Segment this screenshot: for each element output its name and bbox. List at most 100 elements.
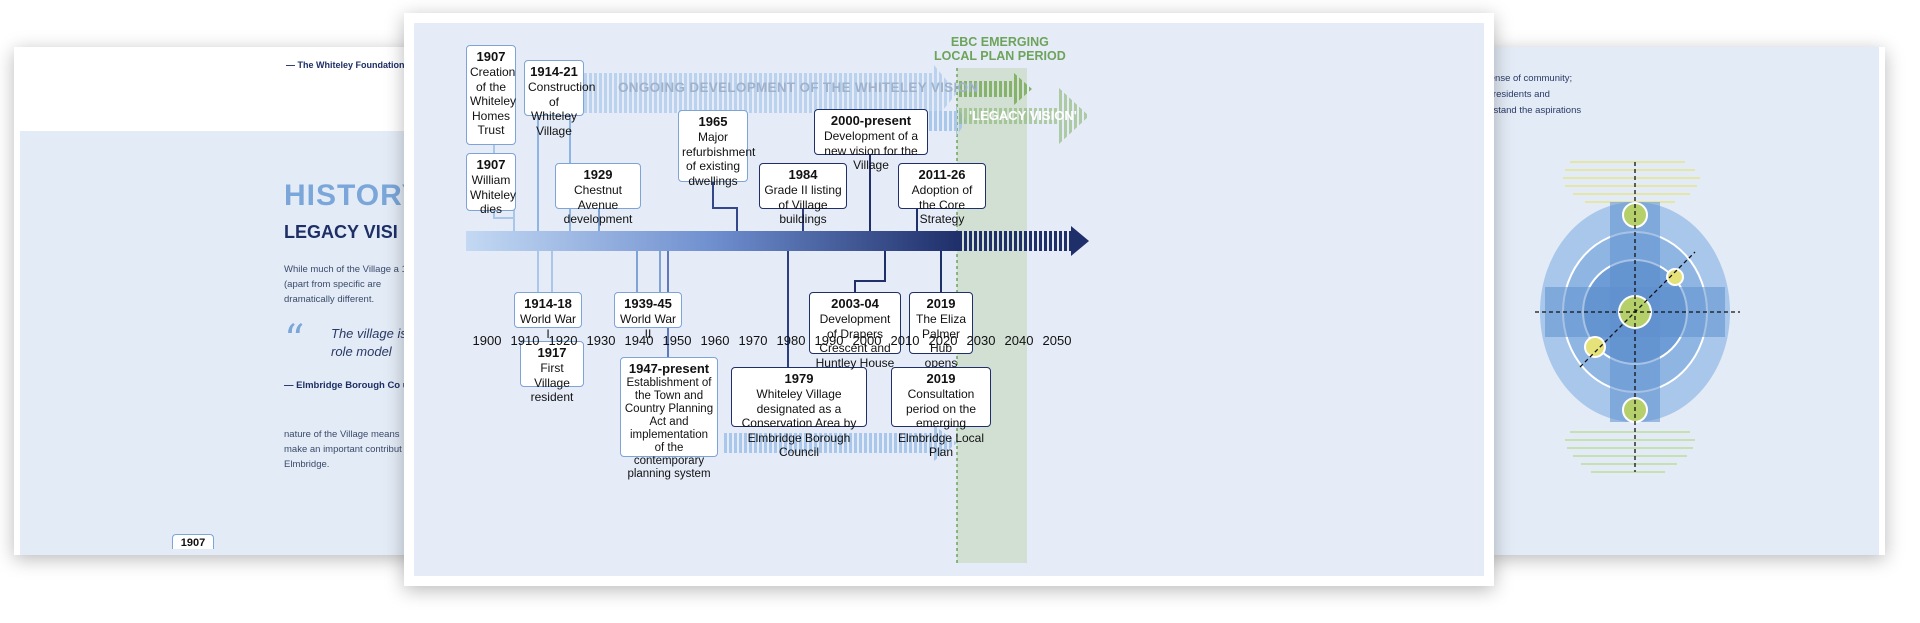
year-label: 1990	[814, 333, 844, 348]
year-label: 2010	[890, 333, 920, 348]
event-year: 1914-18	[524, 296, 572, 311]
legacy-vision-subheading: LEGACY VISI	[284, 222, 398, 242]
connector-2003	[854, 251, 886, 293]
event-year: 1917	[537, 345, 567, 360]
left-body-text-2: nature of the Village means make an impo…	[284, 429, 402, 470]
year-label: 1920	[548, 333, 578, 348]
right-body-text: sense of community; e residents and erst…	[1485, 71, 1581, 119]
vision-link-arrow	[929, 105, 966, 137]
event-year: 1914-21	[530, 64, 578, 79]
event-text: First Village resident	[530, 361, 574, 404]
event-year: 1929	[583, 167, 613, 182]
event-1917: 1917 First Village resident	[520, 341, 584, 404]
event-text: Grade II listing of Village buildings	[764, 183, 842, 226]
connector-1965	[712, 181, 738, 231]
year-label: 2030	[966, 333, 996, 348]
year-label: 1960	[700, 333, 730, 348]
plan-period-title-line: LOCAL PLAN PERIOD	[934, 49, 1066, 63]
event-text: Consultation period on the emerging Elmb…	[897, 387, 985, 459]
event-1907-trust: 1907 Creation of the Whiteley Homes Trus…	[466, 45, 516, 145]
foundation-attribution: — The Whiteley Foundation	[286, 60, 405, 70]
left-quote: The village is a role model	[331, 326, 418, 359]
left-body-text: While much of the Village a 1914 (apart …	[284, 264, 423, 305]
year-label: 2020	[928, 333, 958, 348]
event-2000-present: 2000-present Development of a new vision…	[814, 109, 928, 172]
event-1965: 1965 Major refurbishment of existing dwe…	[678, 110, 755, 188]
plan-period-title: EBC EMERGING LOCAL PLAN PERIOD	[934, 35, 1066, 63]
event-1914-21: 1914-21 Construction of Whiteley Village	[524, 60, 595, 138]
event-text: William Whiteley dies	[470, 173, 517, 216]
event-text: World War II	[619, 312, 676, 341]
year-label: 1930	[586, 333, 616, 348]
event-text: Construction of Whiteley Village	[528, 80, 596, 138]
event-text: Creation of the Whiteley Homes Trust	[470, 65, 517, 137]
event-text: Whiteley Village designated as a Conserv…	[741, 387, 857, 459]
event-text: The Eliza Palmer Hub opens	[915, 312, 967, 370]
event-year: 1965	[698, 114, 728, 129]
event-1914-18: 1914-18 World War I	[514, 292, 582, 341]
hatched-green-bottom	[1565, 431, 1695, 473]
ongoing-development-label: ONGOING DEVELOPMENT OF THE WHITELEY VISI…	[618, 80, 979, 95]
event-year: 2011-26	[918, 167, 966, 182]
left-page-panel	[20, 131, 424, 555]
event-2019-consultation: 2019 Consultation period on the emerging…	[891, 367, 991, 459]
hatched-yellow-top	[1563, 161, 1700, 203]
connector-1939	[636, 251, 661, 293]
dashed-arrows	[1535, 162, 1740, 472]
year-label: 1970	[738, 333, 768, 348]
legacy-vision-arrow	[957, 88, 1089, 144]
planning-system-arrow	[722, 425, 957, 461]
event-1907-dies: 1907 William Whiteley dies	[466, 153, 516, 216]
event-year: 1947-present	[628, 361, 710, 376]
timeline-document-page: ONGOING DEVELOPMENT OF THE WHITELEY VISI…	[404, 13, 1494, 586]
event-year: 1979	[784, 371, 814, 386]
quote-mark-icon: “	[284, 317, 305, 363]
plan-period-title-line: EBC EMERGING	[950, 35, 1049, 49]
event-text: Adoption of the Core Strategy	[911, 183, 973, 226]
year-label: 1900	[472, 333, 502, 348]
event-1984: 1984 Grade II listing of Village buildin…	[759, 163, 847, 226]
event-text: World War I	[519, 312, 576, 341]
event-text: Development of Drapers Crescent and Hunt…	[815, 312, 895, 370]
history-heading: HISTORY	[284, 179, 423, 212]
event-1947-present: 1947-present Establishment of the Town a…	[620, 357, 718, 480]
event-text: Establishment of the Town and Country Pl…	[624, 377, 714, 480]
legacy-vision-label: 'LEGACY VISION'	[969, 108, 1077, 123]
year-label: 1940	[624, 333, 654, 348]
year-label: 1950	[662, 333, 692, 348]
event-year: 2003-04	[831, 296, 879, 311]
event-2019-hub: 2019 The Eliza Palmer Hub opens	[909, 292, 973, 370]
event-text: Major refurbishment of existing dwelling…	[682, 130, 756, 188]
event-2011-26: 2011-26 Adoption of the Core Strategy	[898, 163, 986, 226]
event-year: 1907	[476, 157, 506, 172]
event-text: Chestnut Avenue development	[563, 183, 633, 226]
year-label: 2050	[1042, 333, 1072, 348]
right-document-page: sense of community; e residents and erst…	[1485, 47, 1885, 555]
timeline-arrowhead	[1071, 226, 1089, 256]
event-year: 2019	[926, 296, 956, 311]
event-year: 1907	[476, 49, 506, 64]
event-2003-04: 2003-04 Development of Drapers Crescent …	[809, 292, 901, 370]
event-year: 1984	[788, 167, 818, 182]
year-label: 1980	[776, 333, 806, 348]
year-label: 2040	[1004, 333, 1034, 348]
left-document-page: — The Whiteley Foundation HISTORY LEGACY…	[14, 47, 434, 555]
connector-1914-18	[537, 251, 553, 293]
event-year: 2019	[926, 371, 956, 386]
right-text-line: e residents and	[1485, 89, 1550, 100]
event-1979: 1979 Whiteley Village designated as a Co…	[731, 367, 867, 459]
concept-diagram	[1535, 161, 1740, 473]
year-label: 1910	[510, 333, 540, 348]
connector-1907-dies	[493, 208, 515, 231]
main-timeline-bar	[466, 231, 959, 251]
plan-period-arrow	[957, 73, 1032, 105]
event-year: 1939-45	[624, 296, 672, 311]
event-1939-45: 1939-45 World War II	[614, 292, 682, 341]
event-year: 2000-present	[830, 113, 912, 128]
right-text-line: erstand the aspirations	[1485, 105, 1582, 116]
future-timeline-bar	[959, 231, 1071, 251]
quote-attribution: — Elmbridge Borough Co unique	[284, 380, 434, 391]
event-text: Development of a new vision for the Vill…	[823, 129, 919, 172]
year-label: 2000	[852, 333, 882, 348]
event-1929: 1929 Chestnut Avenue development	[555, 163, 641, 226]
